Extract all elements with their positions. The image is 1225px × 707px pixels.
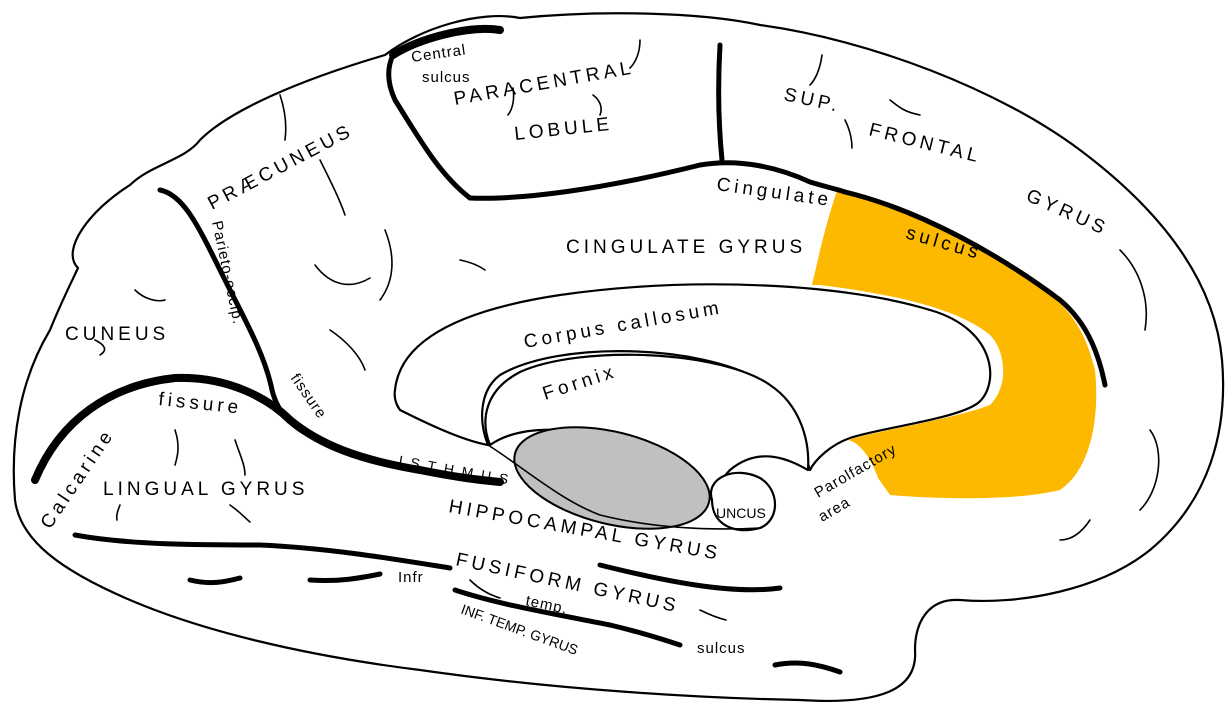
- label-lingual-gyrus: LINGUAL GYRUS: [103, 479, 308, 500]
- label-infr: Infr: [398, 569, 424, 586]
- label-central-sulcus-2: sulcus: [422, 69, 471, 86]
- label-cingulate-gyrus: CINGULATE GYRUS: [566, 237, 806, 258]
- label-uncus: UNCUS: [716, 505, 766, 521]
- uncus-outline: [711, 473, 775, 530]
- label-cuneus: CUNEUS: [65, 324, 169, 345]
- label-sulcus-bottom: sulcus: [697, 640, 746, 657]
